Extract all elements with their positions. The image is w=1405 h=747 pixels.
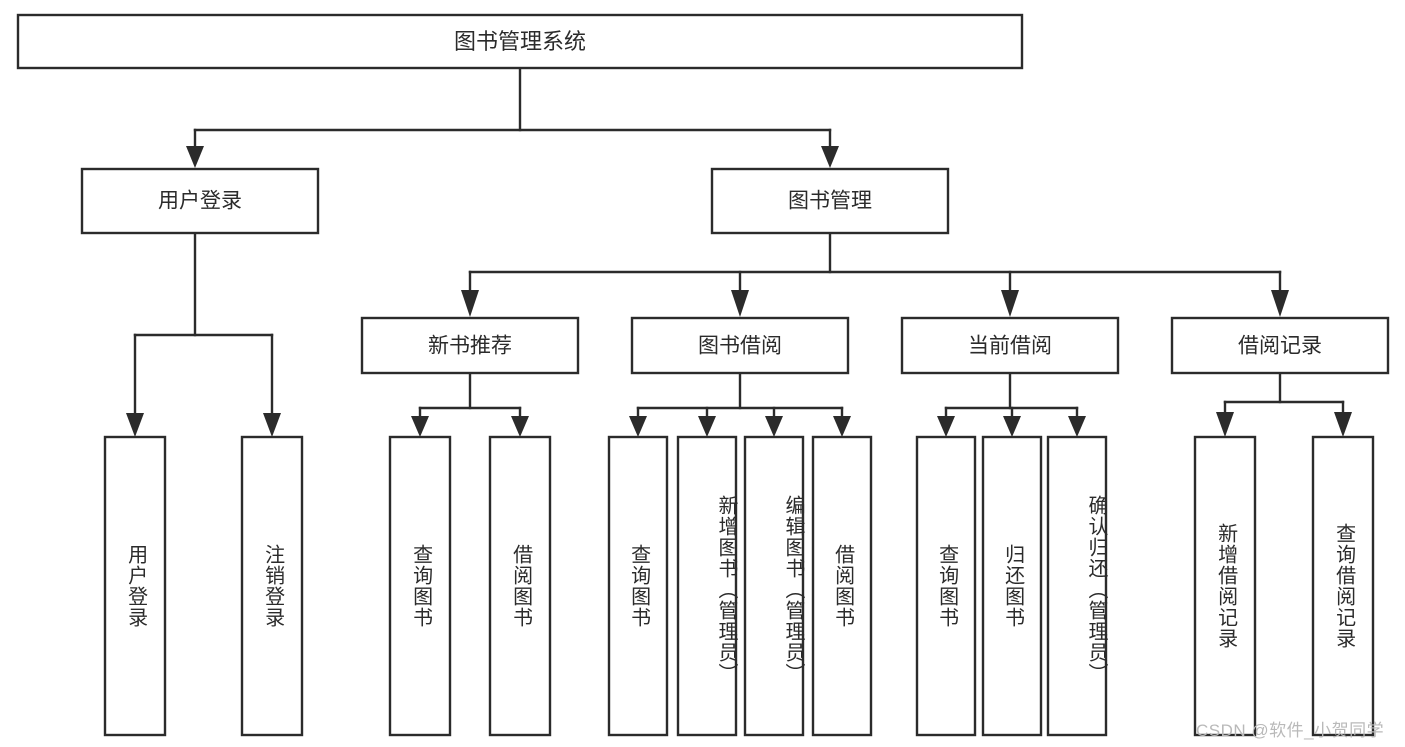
node-book-manage[interactable]: 图书管理 xyxy=(710,167,950,235)
arrow-leaf-add-record xyxy=(1216,412,1234,437)
leaf-box-add-record[interactable] xyxy=(1193,435,1257,737)
node-user-login-box[interactable] xyxy=(80,167,320,235)
arrow-to-book-manage xyxy=(821,146,839,168)
arrow-leaf-add-book xyxy=(698,416,716,437)
arrow-to-book-borrow xyxy=(731,290,749,317)
node-book-manage-box[interactable] xyxy=(710,167,950,235)
node-new-book-recommend[interactable]: 新书推荐 xyxy=(360,316,580,375)
leaf-box-query-book-1[interactable] xyxy=(388,435,452,737)
node-new-book-recommend-box[interactable] xyxy=(360,316,580,375)
csdn-watermark: CSDN @软件_小贺同学 xyxy=(1196,721,1385,740)
arrow-leaf-query-book-3 xyxy=(937,416,955,437)
arrow-leaf-confirm-return xyxy=(1068,416,1086,437)
arrow-to-user-login xyxy=(186,146,204,168)
arrow-leaf-borrow-book-1 xyxy=(511,416,529,437)
leaf-box-confirm-return[interactable] xyxy=(1046,435,1108,737)
connectors-group xyxy=(126,66,1352,437)
arrow-leaf-user-login xyxy=(126,413,144,437)
node-user-login-label: 用户登录 xyxy=(158,190,242,213)
node-book-borrow[interactable]: 图书借阅 xyxy=(630,316,850,375)
arrow-to-borrow-record xyxy=(1271,290,1289,317)
leaf-box-query-book-3[interactable] xyxy=(915,435,977,737)
node-current-borrow[interactable]: 当前借阅 xyxy=(900,316,1120,375)
node-book-borrow-label: 图书借阅 xyxy=(698,335,782,358)
node-root-box[interactable] xyxy=(16,13,1024,70)
arrow-leaf-query-record xyxy=(1334,412,1352,437)
node-current-borrow-label: 当前借阅 xyxy=(968,335,1052,358)
leaf-boxes-group xyxy=(103,435,1375,737)
node-root-label: 图书管理系统 xyxy=(454,29,586,54)
leaf-box-borrow-book-1[interactable] xyxy=(488,435,552,737)
node-current-borrow-box[interactable] xyxy=(900,316,1120,375)
node-user-login[interactable]: 用户登录 xyxy=(80,167,320,235)
node-borrow-record-box[interactable] xyxy=(1170,316,1390,375)
node-borrow-record[interactable]: 借阅记录 xyxy=(1170,316,1390,375)
leaf-box-edit-book[interactable] xyxy=(743,435,805,737)
node-book-borrow-box[interactable] xyxy=(630,316,850,375)
leaf-box-logout-login[interactable] xyxy=(240,435,304,737)
arrow-leaf-borrow-book-2 xyxy=(833,416,851,437)
arrow-leaf-logout-login xyxy=(263,413,281,437)
arrow-leaf-edit-book xyxy=(765,416,783,437)
leaf-box-return-book[interactable] xyxy=(981,435,1043,737)
node-borrow-record-label: 借阅记录 xyxy=(1238,335,1322,358)
arrow-leaf-query-book-1 xyxy=(411,416,429,437)
arrow-to-new-book-recommend xyxy=(461,290,479,317)
node-root[interactable]: 图书管理系统 xyxy=(16,13,1024,70)
leaf-box-user-login[interactable] xyxy=(103,435,167,737)
node-new-book-recommend-label: 新书推荐 xyxy=(428,335,512,358)
leaf-box-add-book[interactable] xyxy=(676,435,738,737)
node-book-manage-label: 图书管理 xyxy=(788,190,872,213)
leaf-box-query-record[interactable] xyxy=(1311,435,1375,737)
arrow-leaf-return-book xyxy=(1003,416,1021,437)
leaf-box-borrow-book-2[interactable] xyxy=(811,435,873,737)
leaf-box-query-book-2[interactable] xyxy=(607,435,669,737)
arrow-to-current-borrow xyxy=(1001,290,1019,317)
arrow-leaf-query-book-2 xyxy=(629,416,647,437)
